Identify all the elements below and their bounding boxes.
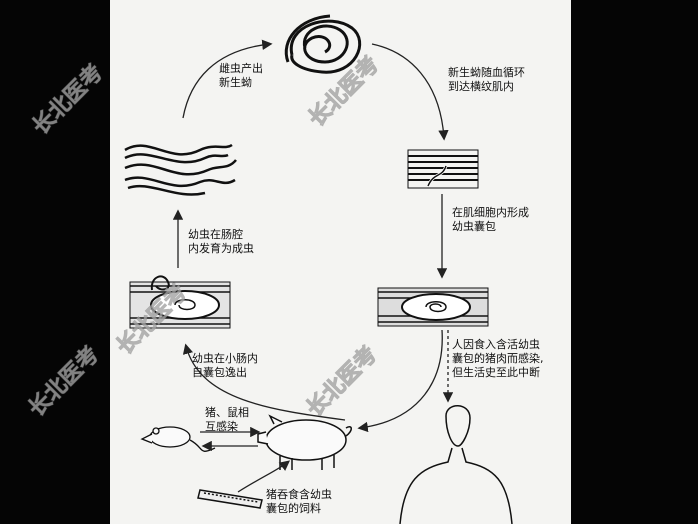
muscle-cyst-icon	[377, 287, 489, 327]
label-pig-feed: 猪吞食含幼虫 囊包的饲料	[266, 488, 332, 516]
label-rat-pig: 猪、鼠相 互感染	[205, 406, 249, 434]
muscle-larva-icon	[407, 149, 479, 189]
pig-icon	[257, 414, 352, 470]
label-human-infect: 人因食入含活幼虫 囊包的猪肉而感染, 但生活史至此中断	[452, 338, 544, 380]
label-line: 但生活史至此中断	[452, 366, 540, 379]
label-cyst-forms: 在肌细胞内形成 幼虫囊包	[452, 206, 529, 234]
cycle-arrows	[172, 39, 454, 493]
label-line: 雌虫产出	[219, 62, 263, 75]
label-line: 自囊包逸出	[192, 366, 247, 379]
coiled-larva-icon	[284, 14, 362, 74]
adult-worms-icon	[124, 143, 237, 196]
label-line: 猪吞食含幼虫	[266, 488, 332, 501]
label-line: 幼虫在肠腔	[188, 228, 243, 241]
label-line: 囊包的猪肉而感染,	[452, 352, 544, 365]
label-line: 猪、鼠相	[205, 406, 249, 419]
label-line: 幼虫囊包	[452, 220, 496, 233]
label-female-larvae: 雌虫产出 新生蚴	[219, 62, 263, 90]
label-adult-develop: 幼虫在肠腔 内发育为成虫	[188, 228, 254, 256]
label-line: 新生蚴	[219, 76, 252, 89]
label-line: 互感染	[205, 420, 238, 433]
human-icon	[399, 405, 513, 524]
feed-trough-icon	[197, 489, 263, 509]
right-black-bar	[571, 0, 698, 524]
label-line: 新生蚴随血循环	[448, 66, 525, 79]
label-line: 在肌细胞内形成	[452, 206, 529, 219]
intestine-cyst-icon	[129, 275, 231, 329]
left-black-bar	[0, 0, 110, 524]
label-bloodstream: 新生蚴随血循环 到达横纹肌内	[448, 66, 525, 94]
label-line: 到达横纹肌内	[448, 80, 514, 93]
label-line: 幼虫在小肠内	[192, 352, 258, 365]
label-line: 人因食入含活幼虫	[452, 338, 540, 351]
label-line: 囊包的饲料	[266, 502, 321, 515]
label-escape-cyst: 幼虫在小肠内 自囊包逸出	[192, 352, 258, 380]
label-line: 内发育为成虫	[188, 242, 254, 255]
